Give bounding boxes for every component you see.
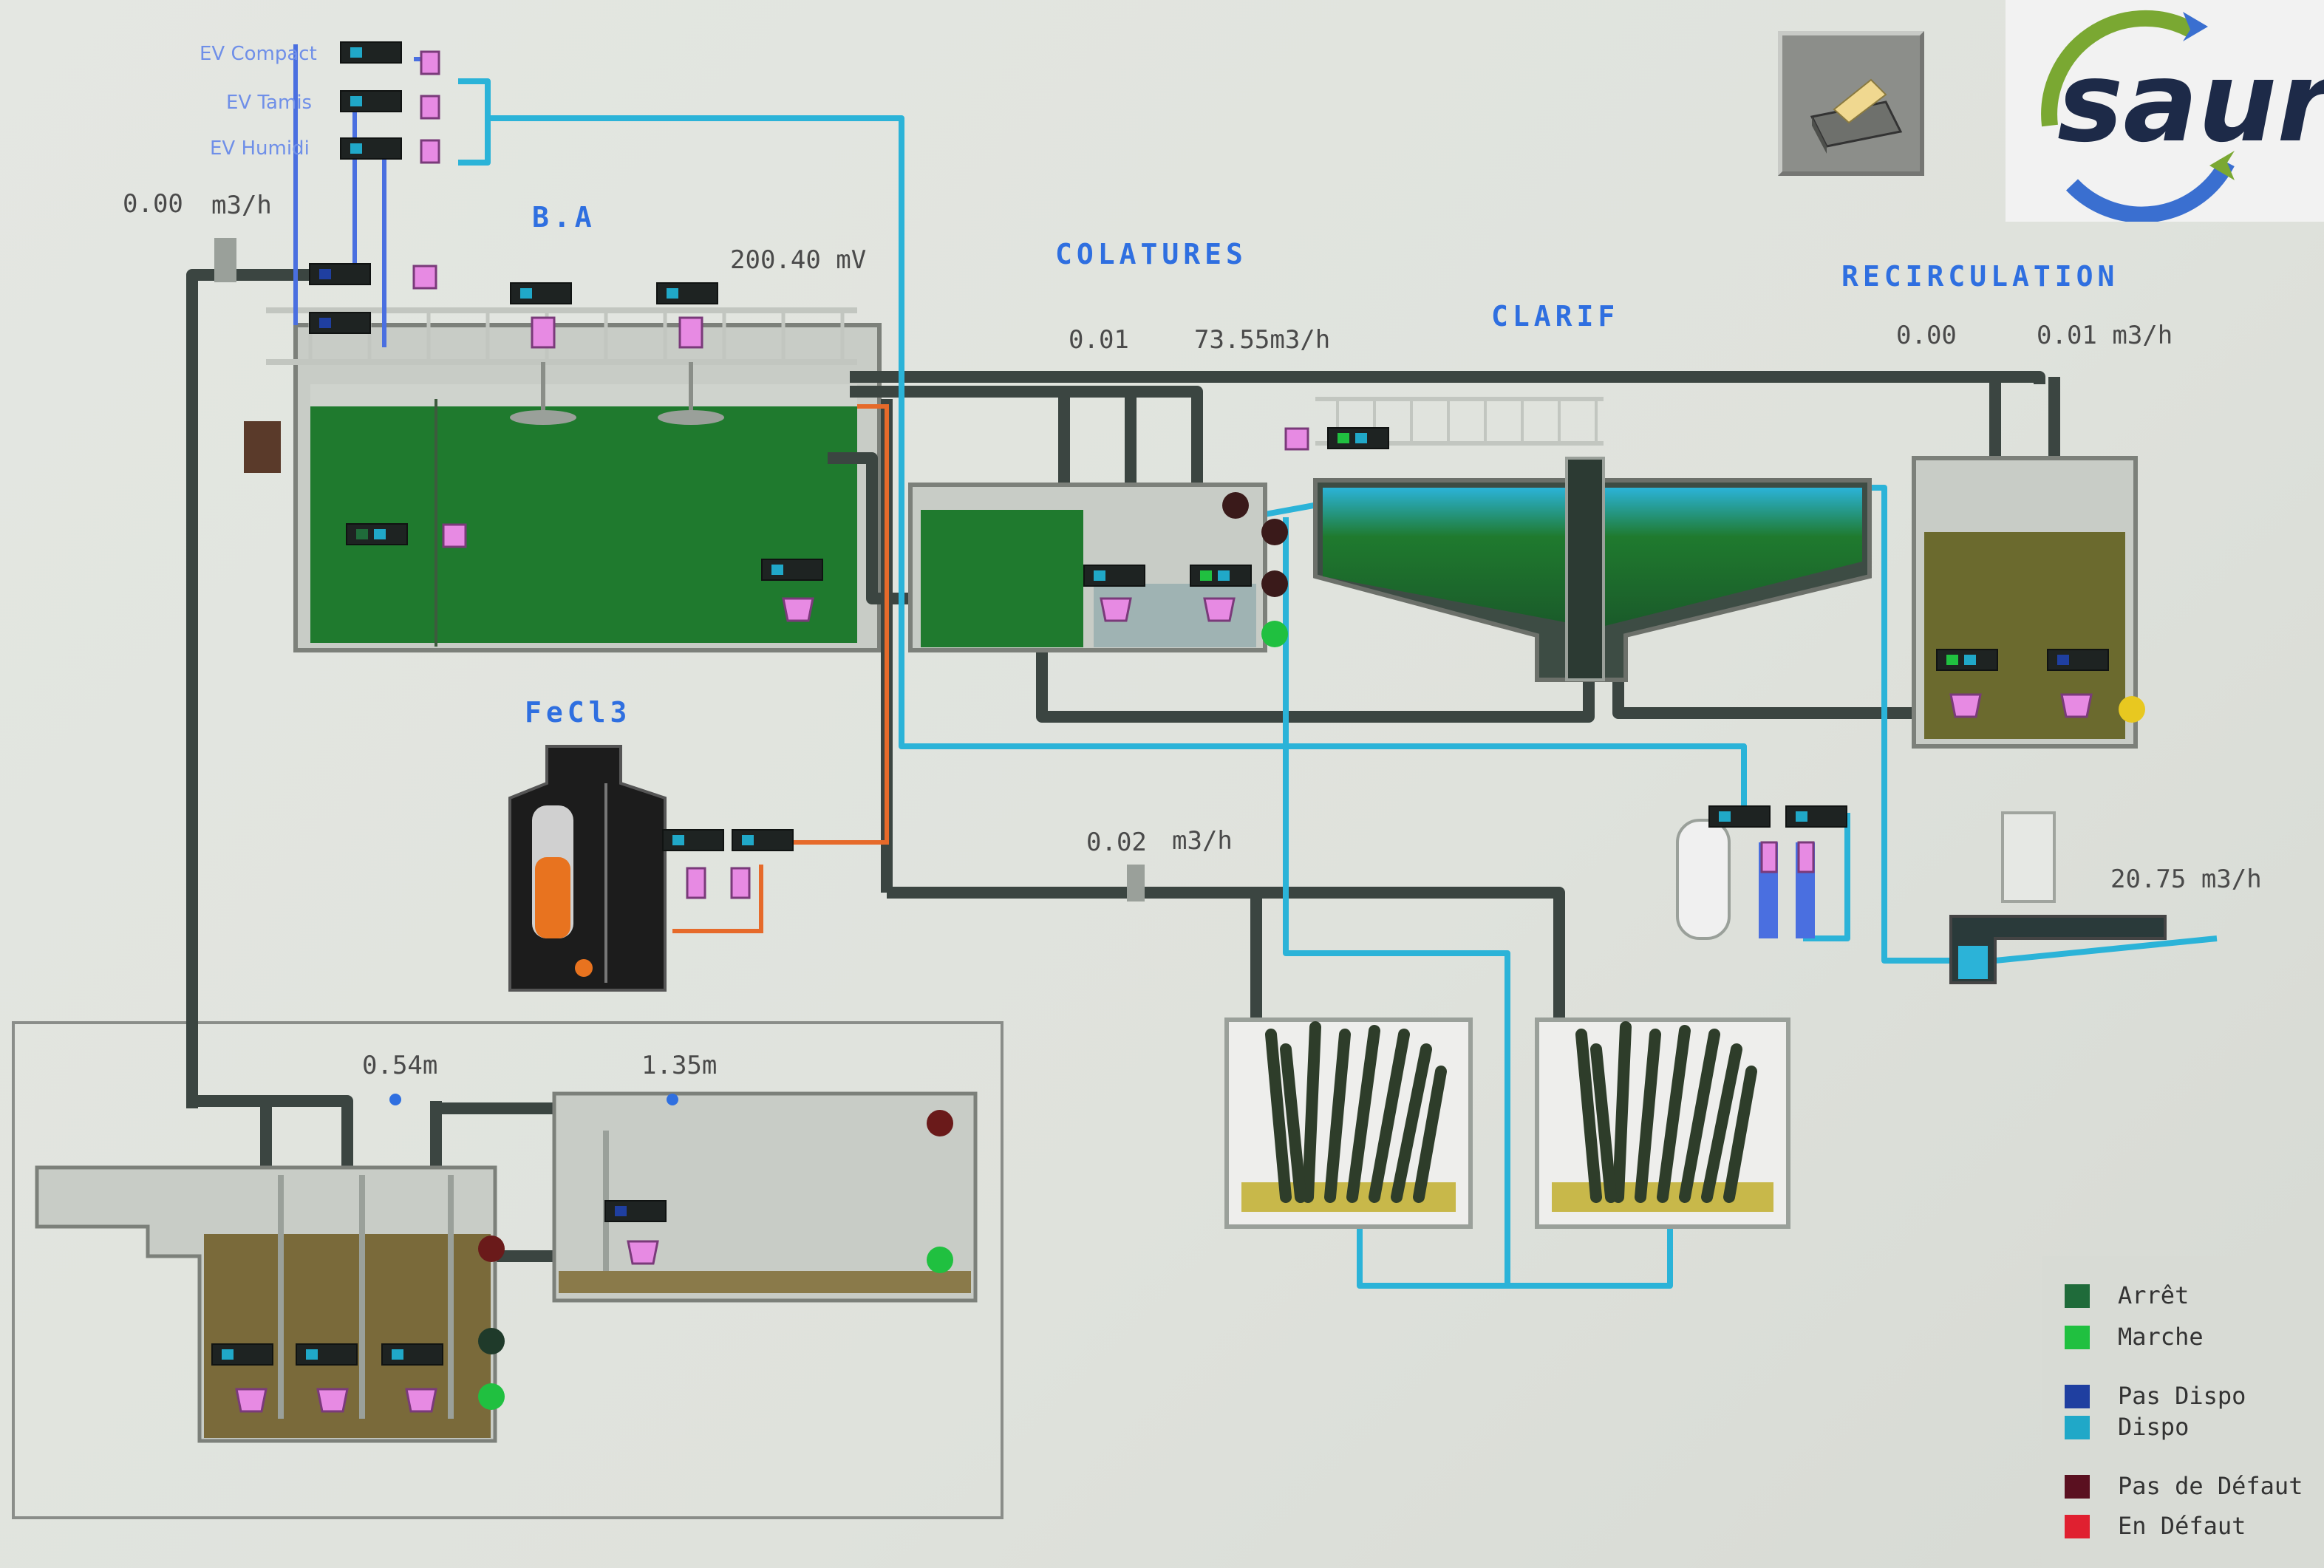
fecl3-tank [508, 745, 667, 992]
legend-swatch [2065, 1385, 2090, 1408]
level-1-value: 0.54m [362, 1051, 438, 1080]
booster-pump-2-status[interactable] [1785, 805, 1847, 828]
lift-pump-2-status[interactable] [296, 1343, 358, 1366]
booster-pump-1-status[interactable] [1708, 805, 1771, 828]
inlet-valve-status-2[interactable] [309, 312, 371, 334]
legend-swatch [2065, 1416, 2090, 1439]
blower [244, 421, 281, 473]
reed-bed-2 [1535, 1018, 1790, 1229]
pumping-station-frame [12, 1021, 1003, 1519]
colatures-pump-2-status[interactable] [1190, 565, 1252, 587]
legend-label: Arrêt [2118, 1281, 2190, 1309]
saur-logo: saur [2006, 0, 2324, 222]
flow-sensor-inlet [214, 238, 236, 282]
clarifier-bridge-status[interactable] [1327, 427, 1389, 449]
section-title-fecl3: FeCl3 [525, 696, 632, 729]
level-sensors [389, 1094, 678, 1105]
section-title-ba: B.A [532, 201, 596, 234]
pumps [235, 50, 2093, 1413]
legend-label: Pas Dispo [2118, 1382, 2246, 1410]
level-2-value: 1.35m [641, 1051, 718, 1080]
ev-tamis-label: EV Tamis [226, 92, 313, 114]
aeration-status[interactable] [346, 523, 408, 545]
legend-label: Pas de Défaut [2118, 1472, 2303, 1500]
mid-flow-value: 0.02 [1086, 828, 1147, 857]
lift-pump-1-status[interactable] [211, 1343, 273, 1366]
mid-flow-unit: m3/h [1172, 826, 1233, 856]
clarifier-tank [1313, 397, 1872, 682]
legend-swatch [2065, 1284, 2090, 1308]
outlet-flow-value: 20.75 m3/h [2110, 865, 2262, 894]
status-legend: Arrêt Marche Pas Dispo Dispo Pas de Défa… [2042, 1256, 2324, 1568]
redox-value: 200.40 mV [730, 245, 867, 275]
section-title-colatures: COLATURES [1055, 238, 1247, 270]
saur-logo-text: saur [2057, 38, 2324, 167]
lift-pump-3-status[interactable] [381, 1343, 443, 1366]
colatures-value-b: 73.55m3/h [1194, 325, 1331, 355]
inlet-flow-value: 0.00 [123, 189, 183, 219]
outlet-channel [1949, 811, 2167, 984]
saur-logo-icon: saur [2041, 10, 2324, 222]
agitator-2-status[interactable] [656, 282, 718, 304]
ev-humidi-status[interactable] [340, 137, 402, 160]
legend-swatch [2065, 1326, 2090, 1349]
colatures-pump-1-status[interactable] [1083, 565, 1145, 587]
printer-icon [1810, 78, 1903, 154]
ba-pump-status[interactable] [761, 559, 823, 581]
fecl3-pump-2-status[interactable] [732, 829, 794, 851]
ev-tamis-status[interactable] [340, 90, 402, 112]
flow-sensor-mid [1127, 865, 1145, 901]
colatures-value-a: 0.01 [1069, 325, 1129, 355]
recirc-pump-2-status[interactable] [2047, 649, 2109, 671]
recirc-value-b: 0.01 m3/h [2037, 321, 2173, 350]
inlet-flow-unit: m3/h [211, 191, 272, 220]
legend-label: Marche [2118, 1323, 2204, 1351]
recirculation-tank [1912, 456, 2138, 749]
legend-swatch [2065, 1475, 2090, 1499]
section-title-clarif: CLARIF [1491, 300, 1620, 333]
legend-label: En Défaut [2118, 1512, 2246, 1540]
reed-bed-1 [1224, 1018, 1473, 1229]
recirc-pump-1-status[interactable] [1936, 649, 1998, 671]
recirc-value-a: 0.00 [1896, 321, 1957, 350]
ev-compact-status[interactable] [340, 41, 402, 64]
status-lamps [478, 492, 2145, 1410]
print-button[interactable] [1778, 31, 1924, 176]
booster-skid [1676, 819, 1815, 940]
fecl3-pump-1-status[interactable] [662, 829, 724, 851]
lift-pump-4-status[interactable] [604, 1200, 667, 1222]
inlet-valve-status-1[interactable] [309, 263, 371, 285]
lift-station [35, 1091, 978, 1443]
agitator-1-status[interactable] [510, 282, 572, 304]
section-title-recirculation: RECIRCULATION [1841, 260, 2119, 293]
legend-label: Dispo [2118, 1413, 2190, 1441]
ev-humidi-label: EV Humidi [210, 137, 310, 160]
ev-compact-label: EV Compact [200, 43, 317, 65]
legend-swatch [2065, 1515, 2090, 1538]
